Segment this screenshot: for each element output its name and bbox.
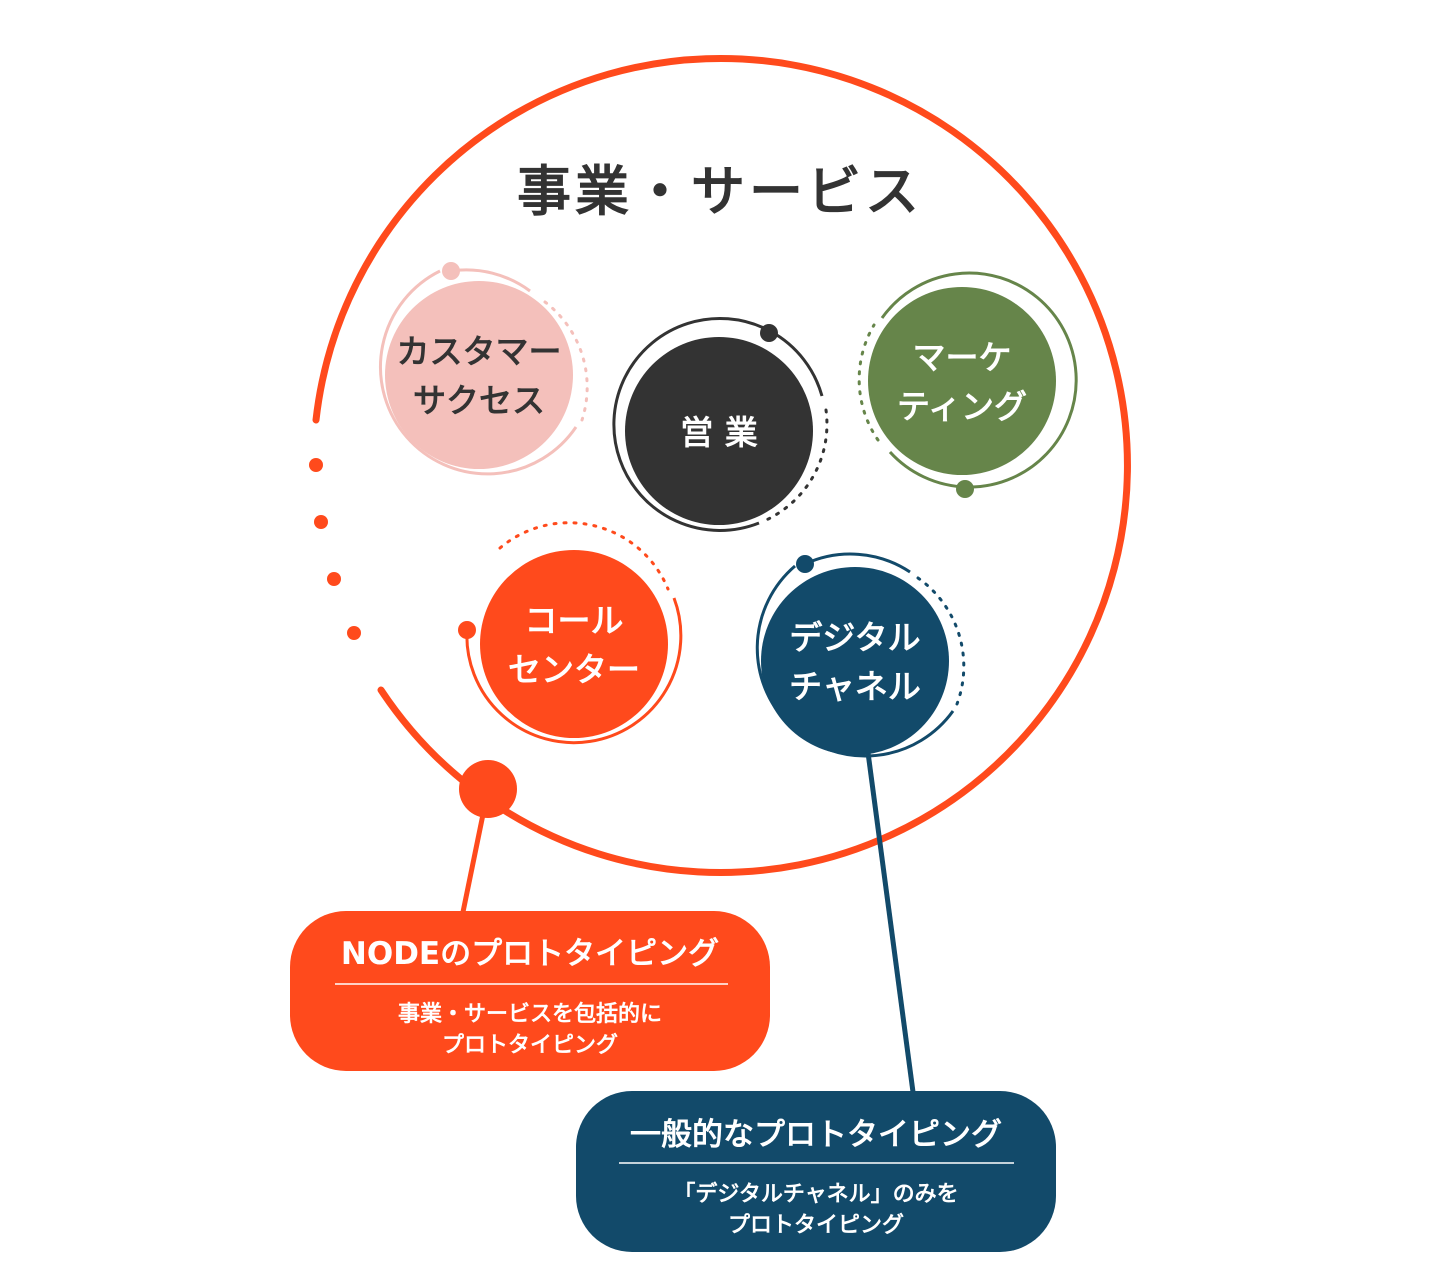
business-service-circle-arc — [312, 55, 1131, 876]
ring-dot — [796, 555, 814, 573]
ring-dot — [760, 324, 778, 342]
ring-dot — [956, 480, 974, 498]
callout-node-prototyping: NODEのプロトタイピング 事業・サービスを包括的に プロトタイピング — [290, 911, 770, 1071]
node-circle — [625, 337, 813, 525]
node-customer-success: カスタマー サクセス — [378, 262, 589, 476]
node-label: センター — [508, 650, 640, 689]
node-circle — [761, 567, 949, 755]
business-service-circle: 事業・サービス — [309, 55, 1131, 876]
callout-desc: 事業・サービスを包括的に — [398, 1001, 662, 1027]
node-label: デジタル — [789, 618, 920, 657]
callout-title: NODEのプロトタイピング — [341, 936, 719, 972]
ring-dotted — [916, 576, 966, 706]
node-call-center: コール センター — [458, 521, 683, 745]
node-label: チャネル — [789, 667, 921, 706]
ring-dot — [458, 621, 476, 639]
node-label: サクセス — [413, 381, 545, 420]
ring-solid — [378, 269, 578, 476]
node-label: コール — [525, 601, 624, 640]
callout-box — [576, 1091, 1056, 1252]
node-circle — [385, 281, 573, 469]
node-circle — [868, 287, 1056, 475]
ring-solid — [804, 552, 911, 574]
business-service-title: 事業・サービス — [517, 160, 923, 223]
gap-dot — [314, 515, 328, 529]
callout-desc: 「デジタルチャネル」のみを — [673, 1181, 958, 1207]
node-anchor-dot — [459, 760, 517, 818]
callout-general-prototyping: 一般的なプロトタイピング 「デジタルチャネル」のみを プロトタイピング — [576, 1091, 1056, 1252]
node-circle — [480, 550, 668, 738]
gap-dot — [347, 626, 361, 640]
callout-title: 一般的なプロトタイピング — [630, 1117, 1002, 1153]
gap-dot — [327, 572, 341, 586]
node-label: カスタマー — [397, 332, 562, 371]
gap-dot — [309, 458, 323, 472]
callout-desc: プロトタイピング — [442, 1032, 618, 1058]
node-digital-channel: デジタル チャネル — [755, 552, 966, 758]
node-sales: 営 業 — [612, 316, 829, 532]
callout-box — [290, 911, 770, 1071]
node-label: ティング — [897, 387, 1027, 426]
callout-desc: プロトタイピング — [728, 1212, 904, 1238]
node-marketing: マーケ ティング — [857, 271, 1078, 498]
node-label: マーケ — [913, 338, 1012, 377]
ring-dot — [442, 262, 460, 280]
ring-dotted — [762, 408, 829, 523]
general-callout-connector — [864, 744, 916, 1093]
ring-dotted — [857, 323, 880, 442]
node-label: 営 業 — [680, 413, 758, 452]
ring-dotted — [498, 521, 670, 591]
ring-solid — [465, 597, 683, 745]
